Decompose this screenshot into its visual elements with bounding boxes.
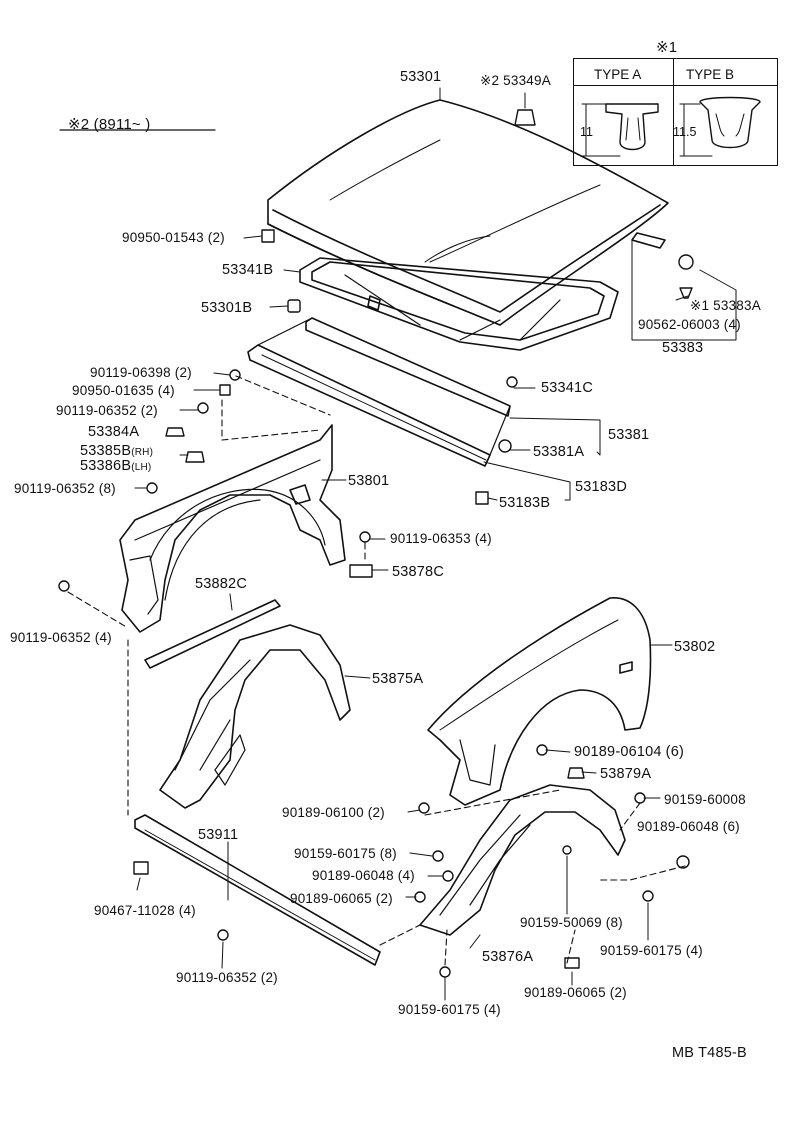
part-label-90159-60175-b: 90159-60175(4): [600, 943, 703, 958]
inset-type-b-title: TYPE B: [686, 67, 735, 82]
hood-panel: [267, 99, 669, 326]
part-label-90119-06398: 90119-06398(2): [90, 365, 192, 380]
part-label-53381: 53381: [608, 427, 650, 443]
part-label-53878c: 53878C: [392, 564, 444, 580]
part-label-90119-06352-b: 90119-06352(8): [14, 481, 116, 496]
part-label-53383a: ※1 53383A: [690, 298, 761, 313]
part-label-53384a: 53384A: [88, 424, 140, 440]
inset-header-divider: [574, 85, 777, 86]
part-label-90119-06352-c: 90119-06352(4): [10, 630, 112, 645]
leader-lines: [59, 87, 737, 1001]
part-label-90467-11028: 90467-11028(4): [94, 903, 196, 918]
part-label-90159-50069: 90159-50069(8): [520, 915, 623, 930]
fender-liner-left: [159, 624, 351, 809]
fender-liner-right: [419, 784, 626, 936]
part-label-53385b: 53385B(RH): [80, 443, 154, 459]
front-fender-right: [427, 597, 652, 806]
part-label-53183b: 53183B: [499, 495, 551, 511]
inset-type-b-height: 11.5: [673, 125, 697, 139]
part-label-90189-06048-a: 90189-06048(6): [637, 819, 740, 834]
part-label-90189-06104: 90189-06104(6): [574, 744, 684, 760]
part-label-90950-01635: 90950-01635(4): [72, 383, 175, 398]
part-label-90159-60175-a: 90159-60175(8): [294, 846, 397, 861]
variant-note: ※2 (8911~ ): [68, 116, 151, 133]
part-label-90119-06352-d: 90119-06352(2): [176, 970, 278, 985]
fender-apron-left: [119, 424, 346, 633]
part-label-90119-06352-a: 90119-06352(2): [56, 403, 158, 418]
part-label-90159-60008: 90159-60008: [664, 792, 746, 807]
part-label-53876a: 53876A: [482, 949, 534, 965]
part-label-53301: 53301: [400, 69, 442, 85]
part-label-53341c: 53341C: [541, 380, 593, 396]
part-label-53875a: 53875A: [372, 671, 424, 687]
fender-seal-strip: [144, 599, 281, 669]
part-label-90119-06353: 90119-06353(4): [390, 531, 492, 546]
part-label-90189-06048-b: 90189-06048(4): [312, 868, 415, 883]
inset-clip-drawings: [581, 96, 761, 157]
assembly-dashed-lines: [67, 375, 686, 966]
inset-column-divider: [673, 59, 674, 165]
part-label-53381a: 53381A: [533, 444, 585, 460]
part-label-53882c: 53882C: [195, 576, 247, 592]
part-label-90189-06065-b: 90189-06065(2): [524, 985, 627, 1000]
part-label-53802: 53802: [674, 639, 716, 655]
clip-type-inset-mark: ※1: [656, 39, 678, 56]
inset-type-a-height: 11: [580, 125, 593, 139]
hood-inner-frame: [299, 257, 619, 351]
fasteners: [58, 109, 694, 978]
part-label-90950-01543: 90950-01543(2): [122, 230, 225, 245]
part-label-53341b: 53341B: [222, 262, 274, 278]
part-label-53801: 53801: [348, 473, 390, 489]
part-label-90562-06003: 90562-06003(4): [638, 317, 741, 332]
part-label-90159-60175-c: 90159-60175(4): [398, 1002, 501, 1017]
part-label-53383: 53383: [662, 340, 704, 356]
part-label-53911: 53911: [198, 827, 239, 843]
lower-crossmember: [134, 814, 381, 966]
hood-support-rod: [631, 232, 666, 249]
part-label-90189-06065-a: 90189-06065(2): [290, 891, 393, 906]
inset-type-a-title: TYPE A: [594, 67, 642, 82]
part-label-53183d: 53183D: [575, 479, 627, 495]
part-label-53301b: 53301B: [201, 300, 253, 316]
part-label-53879a: 53879A: [600, 766, 652, 782]
part-label-90189-06100: 90189-06100(2): [282, 805, 385, 820]
diagram-reference-code: MB T485-B: [672, 1045, 747, 1061]
part-label-53349a: ※2 53349A: [480, 73, 551, 88]
part-label-53386b: 53386B(LH): [80, 458, 152, 474]
radiator-support-upper: [247, 317, 511, 467]
clip-type-inset: TYPE A TYPE B 11 11.5: [573, 58, 778, 166]
